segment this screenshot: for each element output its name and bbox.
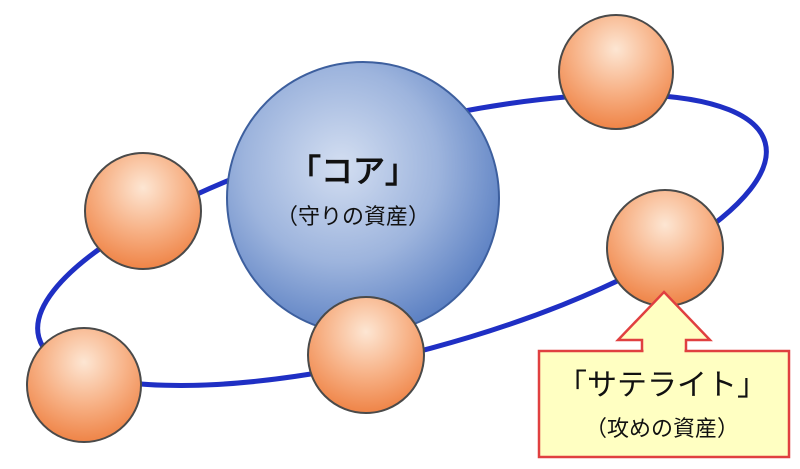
core-sphere	[226, 61, 500, 335]
satellite-sphere-right	[606, 189, 724, 307]
satellite-sphere-bottom-center	[307, 296, 425, 414]
callout-seam	[643, 348, 685, 353]
core-subtitle: （守りの資産）	[276, 205, 430, 230]
satellite-spheres	[26, 14, 724, 443]
callout-arrow	[615, 290, 713, 354]
satellite-callout: 「サテライト」 （攻めの資産）	[537, 348, 791, 459]
satellite-subtitle: （攻めの資産）	[585, 417, 739, 442]
satellite-sphere-left	[84, 152, 202, 270]
satellite-sphere-bottom-left	[26, 327, 142, 443]
core-asset: 「コア」 （守りの資産）	[226, 61, 500, 335]
satellite-title: 「サテライト」	[557, 368, 767, 403]
core-title: 「コア」	[289, 152, 417, 190]
satellite-sphere-top-right	[558, 14, 674, 130]
